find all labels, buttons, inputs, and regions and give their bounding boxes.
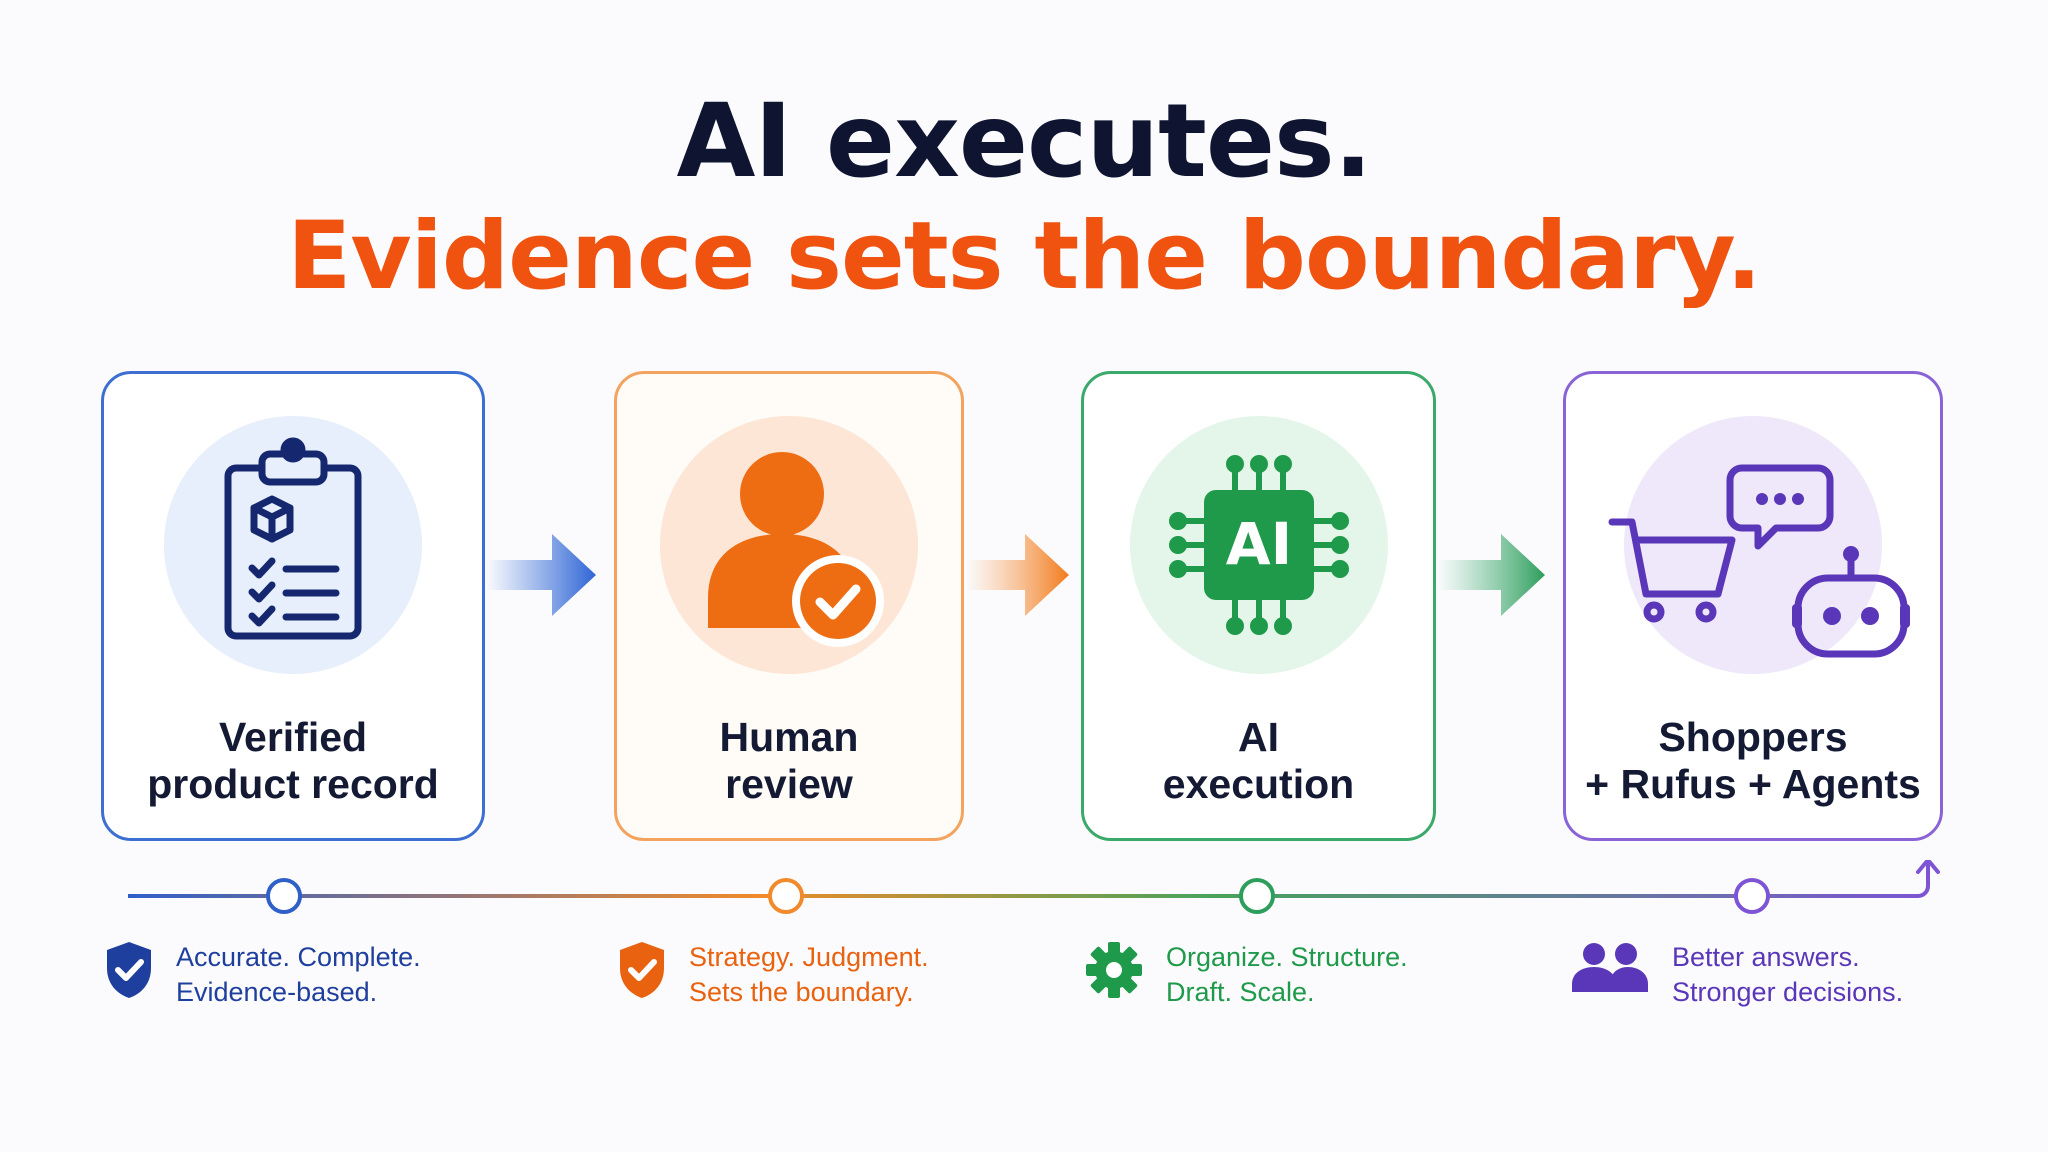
step-icon-circle	[660, 416, 918, 674]
shield-check-icon	[620, 942, 664, 998]
step-icon-circle	[1608, 416, 1910, 674]
timeline-node	[1734, 878, 1770, 914]
step-card-ai-execution: AI AI execution	[1081, 371, 1436, 841]
chip-label: AI	[1225, 510, 1291, 578]
step-label: Human review	[719, 714, 859, 807]
timeline	[128, 860, 1940, 914]
flow-arrow-icon	[965, 534, 1069, 616]
timeline-node	[1239, 878, 1275, 914]
step-label: AI execution	[1162, 714, 1355, 807]
title-line-1: AI executes.	[676, 82, 1372, 201]
flow-arrow-icon	[486, 534, 596, 616]
title-line-2: Evidence sets the boundary.	[287, 202, 1762, 311]
clipboard-checklist-icon	[224, 437, 362, 640]
person-check-icon	[708, 452, 884, 647]
timeline-node	[768, 878, 804, 914]
timeline-node	[266, 878, 302, 914]
gear-icon	[1086, 942, 1142, 998]
users-icon	[1572, 943, 1648, 992]
ai-chip-icon: AI	[1168, 455, 1349, 635]
step-card-verified-record: Verified product record	[101, 371, 485, 841]
step-label: Verified product record	[147, 714, 439, 807]
step-card-human-review: Human review	[614, 371, 964, 841]
step-card-shoppers: Shoppers + Rufus + Agents	[1563, 371, 1943, 841]
shield-check-icon	[107, 942, 151, 998]
step-label: Shoppers + Rufus + Agents	[1585, 714, 1921, 807]
step-icon-circle: AI	[1129, 416, 1388, 674]
flow-arrow-icon	[1437, 534, 1545, 616]
step-icon-circle	[164, 416, 422, 674]
cart-chat-robot-icon	[1608, 464, 1910, 658]
